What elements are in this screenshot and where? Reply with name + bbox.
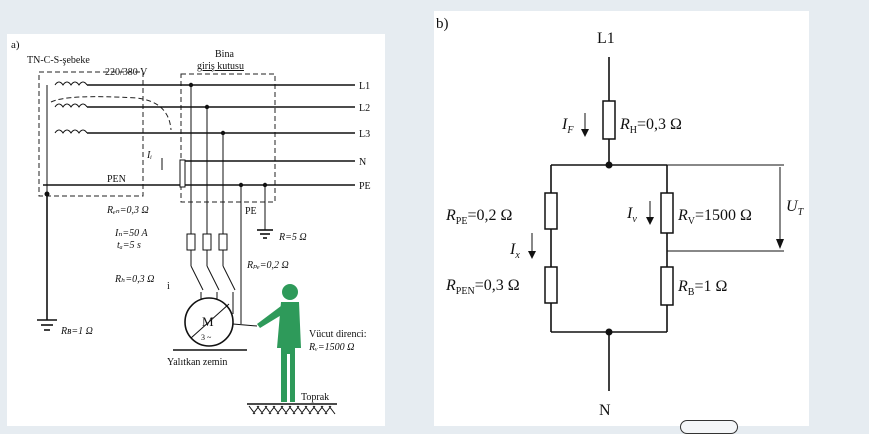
r-b-label: RB=1 Ω: [677, 278, 727, 298]
current-i-label: Iᵢ: [146, 150, 152, 161]
panel-b-equivalent-circuit: b) L1 IF RH=0,3 Ω RPE=0,2 Ω Ix RPEN=0,3 …: [434, 11, 809, 426]
node: [44, 191, 50, 197]
label-pe: PE: [359, 181, 371, 192]
touch-contact-line: [232, 323, 258, 327]
r-v-label: RV=1500 Ω: [677, 207, 752, 227]
panel-a-network-diagram: a) TN-C-S-şebeke 220/380 V Bina giriş ku…: [7, 34, 385, 426]
resistor-rpen: [544, 266, 558, 304]
fuse-icon: [186, 233, 228, 251]
u-t-label: UT: [786, 198, 805, 218]
earth-ground-icon: [37, 319, 57, 331]
pen-split-terminal: [179, 159, 186, 188]
motor-icon: [184, 297, 234, 347]
motor-label: M: [202, 314, 214, 329]
building-label: Bina: [215, 49, 234, 60]
r-pe-label: Rₚₑ=0,2 Ω: [246, 260, 289, 271]
resistor-rh: [602, 100, 616, 140]
motor-sub-label: 3 ~: [201, 333, 212, 342]
r-pe-label: RPE=0,2 Ω: [445, 207, 512, 227]
entry-box-label: giriş kutusu: [197, 61, 244, 72]
l1-terminal-label: L1: [597, 30, 615, 47]
arrow-down-icon: [528, 233, 536, 259]
panel-a-label: a): [11, 39, 20, 51]
pen-label: PEN: [107, 174, 126, 185]
motor-lead-i: i: [167, 281, 170, 292]
arrow-down-icon: [646, 201, 654, 225]
label-n: N: [359, 157, 366, 168]
video-control-button[interactable]: [680, 420, 738, 434]
panel-b-svg: b) L1 IF RH=0,3 Ω RPE=0,2 Ω Ix RPEN=0,3 …: [436, 16, 805, 419]
r-b-label: Rʙ=1 Ω: [60, 326, 93, 337]
r-5-label: R=5 Ω: [278, 232, 307, 243]
n-terminal-label: N: [599, 402, 611, 419]
pe-tap-label: PE: [245, 206, 257, 217]
r-h-label: Rₕ=0,3 Ω: [114, 274, 154, 285]
voltage-arrow-icon: [776, 167, 784, 249]
r-h-label: RH=0,3 Ω: [619, 116, 682, 136]
body-resistance-value: Rᵥ=1500 Ω: [308, 342, 354, 353]
person-body-icon: [257, 284, 301, 402]
network-label: TN-C-S-şebeke: [27, 55, 90, 66]
ground-label: Toprak: [301, 392, 329, 403]
resistor-rpe: [544, 192, 558, 230]
label-l1: L1: [359, 81, 370, 92]
transformer-box: [38, 71, 144, 197]
earth-ground-icon: [257, 229, 273, 239]
fuse-time-label: tₐ=5 s: [117, 240, 141, 251]
resistor-rb: [660, 266, 674, 306]
building-entry-box: [180, 73, 276, 203]
body-resistance-title: Vücut direnci:: [309, 329, 366, 340]
label-l2: L2: [359, 103, 370, 114]
i-v-label: Iv: [626, 205, 637, 225]
fuse-current-label: Iₙ=50 A: [114, 228, 148, 239]
arrow-down-icon: [581, 113, 589, 137]
resistor-rv: [660, 192, 674, 234]
panel-b-label: b): [436, 16, 449, 32]
label-l3: L3: [359, 129, 370, 140]
panel-a-svg: a) TN-C-S-şebeke 220/380 V Bina giriş ku…: [11, 39, 371, 415]
voltage-label: 220/380 V: [105, 67, 148, 78]
coil-icon: [54, 81, 88, 134]
neutral-dash-path: [50, 96, 172, 131]
i-f-label: IF: [561, 116, 574, 136]
insulating-floor-label: Yalıtkan zemin: [167, 357, 227, 368]
r-pen-label: RPEN=0,3 Ω: [445, 277, 520, 297]
i-x-label: Ix: [509, 241, 520, 261]
r-pen-label: Rₑₙ=0,3 Ω: [106, 205, 149, 216]
ground-hatch: [248, 405, 336, 415]
